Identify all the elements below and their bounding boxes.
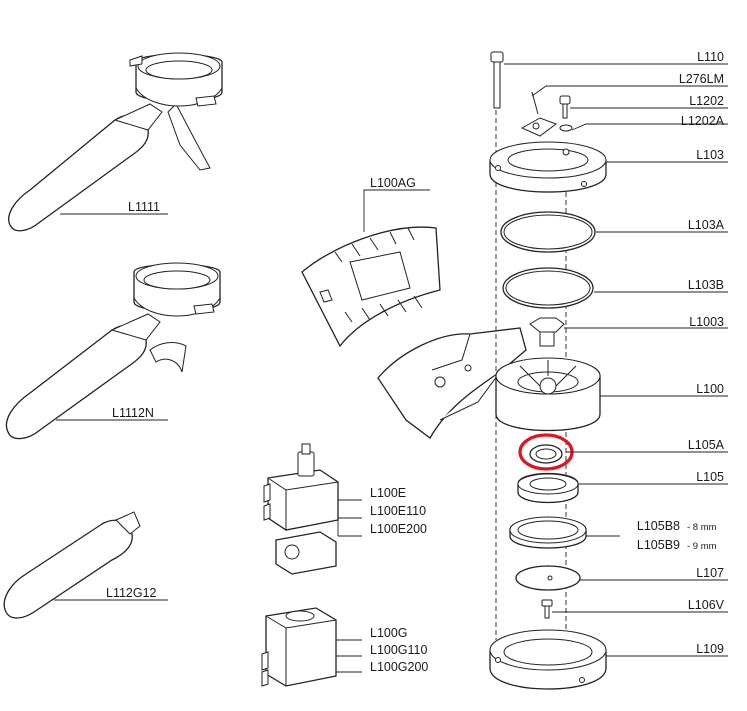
ring-l109	[489, 629, 607, 690]
label-l100e200: L100E200	[370, 522, 427, 536]
washer-l1202a	[559, 124, 573, 132]
screw-l1202	[559, 95, 571, 119]
coil-l100g	[261, 607, 337, 687]
portafilter-l1112n	[5, 262, 221, 440]
ring-l105a	[529, 444, 563, 464]
plate-l103	[489, 141, 607, 193]
leader-lines	[54, 63, 728, 674]
label-l100g200: L100G200	[370, 660, 428, 674]
label-l105: L105	[696, 470, 724, 484]
label-l103b: L103B	[688, 278, 724, 292]
solenoid-l100e	[263, 443, 339, 575]
label-l100g: L100G	[370, 626, 408, 640]
label-l107: L107	[696, 566, 724, 580]
part-l276lm	[520, 91, 558, 137]
label-l105b8-note: - 8 mm	[687, 522, 717, 533]
handle-l112g12	[3, 511, 141, 619]
label-l103: L103	[696, 148, 724, 162]
label-l105b9-note: - 9 mm	[687, 541, 717, 552]
label-l100e: L100E	[370, 486, 406, 500]
label-l100e110: L100E110	[370, 504, 426, 518]
label-l1202: L1202	[689, 94, 724, 108]
label-l100g110: L100G110	[370, 643, 428, 657]
shower-l107	[515, 565, 581, 591]
label-l109: L109	[696, 642, 724, 656]
portafilter-l1111	[8, 52, 223, 232]
label-l106v: L106V	[688, 598, 725, 612]
label-l100ag: L100AG	[370, 176, 416, 190]
label-l112g12: L112G12	[106, 586, 157, 600]
part-l100ag	[301, 226, 441, 348]
label-l105b9: L105B9	[637, 538, 680, 552]
label-l110: L110	[697, 50, 724, 64]
body-l100	[495, 357, 601, 432]
label-l100: L100	[696, 382, 724, 396]
screw-l106v	[541, 599, 553, 619]
label-l1112n: L1112N	[112, 406, 154, 420]
label-l276lm: L276LM	[679, 72, 724, 86]
label-l1202a: L1202A	[681, 114, 725, 128]
label-l103a: L103A	[688, 218, 725, 232]
nut-l1003	[529, 317, 565, 347]
part-group-bracket	[377, 327, 527, 439]
gasket-l103a	[500, 211, 596, 253]
label-l1003: L1003	[689, 315, 724, 329]
gasket-l105b	[509, 516, 587, 549]
label-l105a: L105A	[688, 438, 725, 452]
label-l105b8: L105B8	[637, 519, 680, 533]
screw-l110	[490, 51, 504, 109]
part-l105	[517, 472, 579, 504]
label-l1111: L1111	[128, 200, 160, 214]
gasket-l103b	[502, 267, 594, 309]
